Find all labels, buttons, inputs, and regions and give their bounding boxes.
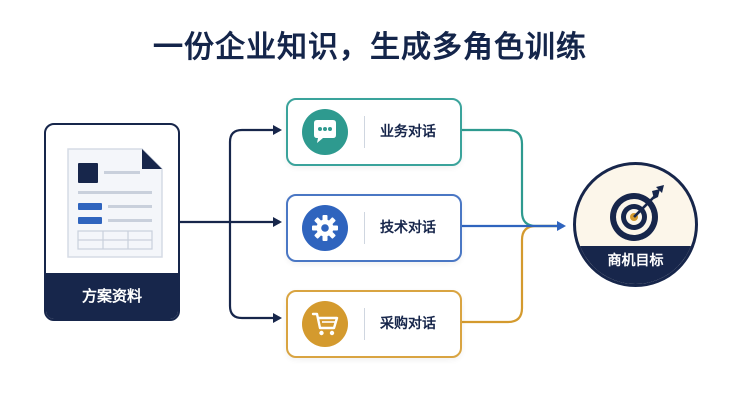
target-icon (610, 185, 664, 241)
divider (364, 308, 365, 340)
tech-dialogue-label: 技术对话 (380, 220, 436, 236)
page-title: 一份企业知识，生成多角色训练 (153, 30, 587, 65)
shopping-cart-icon (302, 301, 348, 347)
purchase-dialogue-label: 采购对话 (380, 316, 436, 332)
purchase-dialogue-box: 采购对话 (286, 290, 462, 358)
tech-dialogue-box: 技术对话 (286, 194, 462, 262)
chat-bubble-icon (302, 109, 348, 155)
source-document-label: 方案资料 (46, 273, 178, 319)
business-dialogue-label: 业务对话 (380, 124, 436, 140)
source-document-card: 方案资料 (44, 123, 180, 321)
document-icon (67, 148, 163, 258)
connector-to-business (228, 125, 282, 222)
business-goal-circle: 商机目标 (573, 162, 698, 287)
divider (364, 212, 365, 244)
business-dialogue-box: 业务对话 (286, 98, 462, 166)
connector-purchase-to-goal (462, 224, 562, 324)
divider (364, 116, 365, 148)
gear-icon (302, 205, 348, 251)
connector-business-to-goal (462, 128, 562, 228)
connector-to-purchase (228, 222, 282, 323)
business-goal-label: 商机目标 (576, 246, 695, 284)
